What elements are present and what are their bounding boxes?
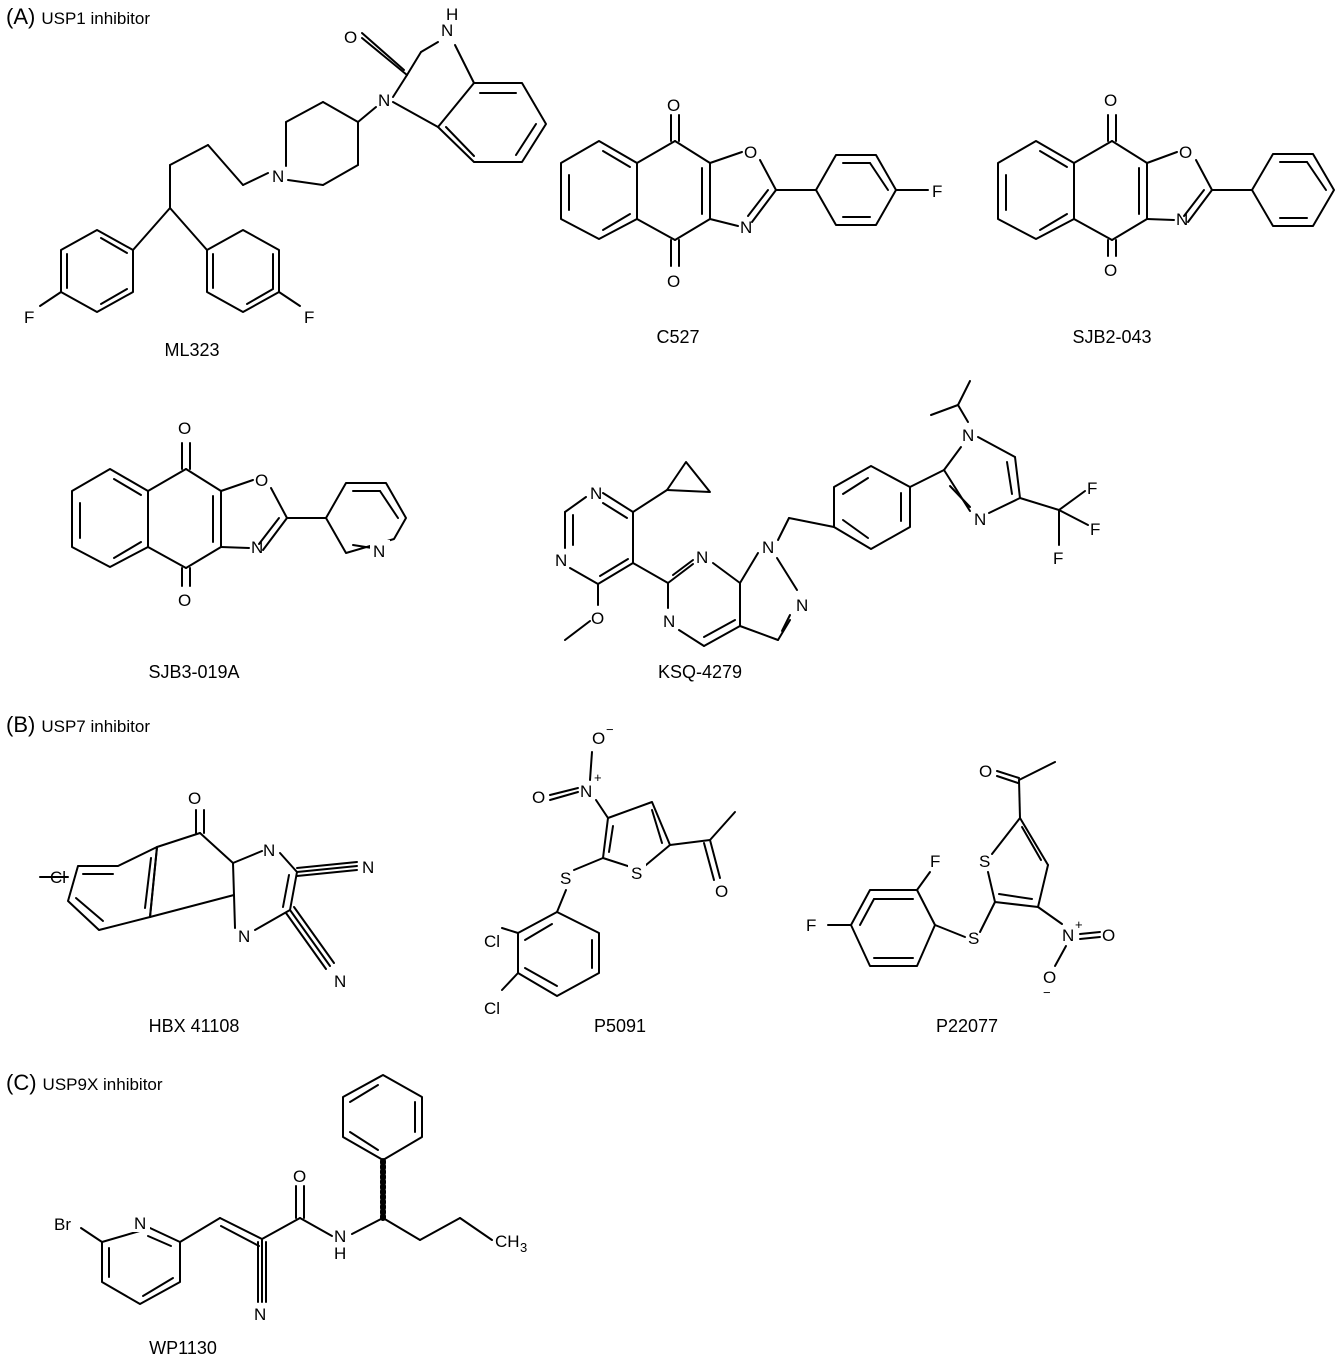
structure-p22077: O S N + O O − S F F: [806, 761, 1115, 1000]
structure-sjb3: O O O N N: [71, 419, 407, 610]
svg-text:F: F: [1087, 479, 1097, 498]
svg-text:+: +: [1075, 917, 1083, 932]
compound-name-wp1130: WP1130: [149, 1338, 217, 1358]
compound-name-sjb3: SJB3-019A: [148, 662, 240, 682]
svg-text:N: N: [555, 551, 567, 570]
compound-name-hbx: HBX 41108: [148, 1016, 240, 1036]
section-title-c: USP9X inhibitor: [42, 1075, 163, 1094]
section-tag-b: (B): [6, 712, 36, 737]
svg-text:N: N: [272, 167, 284, 186]
svg-text:S: S: [968, 929, 979, 948]
section-label-a: (A) USP1 inhibitor: [6, 4, 150, 30]
svg-text:O: O: [188, 789, 201, 808]
svg-text:H: H: [334, 1244, 346, 1263]
svg-text:N: N: [263, 841, 275, 860]
svg-text:N: N: [362, 858, 374, 877]
structure-ksq: N N O N N N N: [555, 380, 1100, 647]
svg-text:N: N: [378, 91, 390, 110]
svg-text:N: N: [762, 538, 774, 557]
svg-text:N: N: [1062, 926, 1074, 945]
svg-text:O: O: [979, 762, 992, 781]
svg-text:O: O: [255, 471, 268, 490]
svg-text:N: N: [974, 510, 986, 529]
svg-text:−: −: [1043, 985, 1051, 1000]
svg-text:3: 3: [520, 1240, 527, 1255]
structure-p5091: O − N + O S O S Cl Cl: [484, 722, 736, 1018]
section-tag-a: (A): [6, 4, 36, 29]
svg-text:F: F: [304, 308, 314, 327]
svg-text:F: F: [932, 182, 942, 201]
svg-text:Cl: Cl: [50, 868, 66, 887]
svg-text:Br: Br: [54, 1215, 71, 1234]
svg-text:O: O: [1043, 968, 1056, 987]
svg-text:Cl: Cl: [484, 932, 500, 951]
svg-text:N: N: [696, 548, 708, 567]
svg-text:O: O: [1102, 926, 1115, 945]
section-label-c: (C) USP9X inhibitor: [6, 1070, 163, 1096]
svg-text:H: H: [446, 5, 458, 24]
svg-text:O: O: [1104, 91, 1117, 110]
compound-name-ml323: ML323: [164, 340, 220, 360]
svg-text:F: F: [24, 308, 34, 327]
svg-text:Cl: Cl: [484, 999, 500, 1018]
structure-sjb2: O O O N: [997, 91, 1335, 280]
compound-name-ksq: KSQ-4279: [657, 662, 743, 682]
svg-text:F: F: [1053, 549, 1063, 568]
svg-text:O: O: [591, 609, 604, 628]
compound-name-p5091: P5091: [593, 1016, 647, 1036]
svg-text:N: N: [796, 596, 808, 615]
svg-text:N: N: [251, 538, 263, 557]
svg-text:F: F: [1090, 520, 1100, 539]
svg-text:N: N: [254, 1305, 266, 1324]
svg-text:O: O: [592, 729, 605, 748]
compound-name-c527: C527: [656, 327, 700, 347]
svg-text:N: N: [134, 1214, 146, 1233]
svg-text:N: N: [580, 782, 592, 801]
svg-text:−: −: [606, 722, 614, 737]
svg-text:CH: CH: [495, 1232, 520, 1251]
svg-text:N: N: [1176, 210, 1188, 229]
svg-text:O: O: [667, 96, 680, 115]
svg-text:O: O: [178, 591, 191, 610]
structure-ml323: F F N N O N H: [24, 5, 547, 327]
section-title-a: USP1 inhibitor: [41, 9, 150, 28]
svg-text:S: S: [560, 869, 571, 888]
svg-text:N: N: [663, 612, 675, 631]
structure-hbx: O N N Cl N N: [39, 789, 374, 991]
svg-text:N: N: [740, 218, 752, 237]
svg-text:O: O: [293, 1167, 306, 1186]
svg-text:O: O: [344, 28, 357, 47]
svg-text:O: O: [1104, 261, 1117, 280]
svg-text:O: O: [532, 788, 545, 807]
svg-text:S: S: [631, 864, 642, 883]
svg-text:N: N: [373, 542, 385, 561]
svg-text:O: O: [1179, 143, 1192, 162]
compound-name-p22077: P22077: [935, 1016, 999, 1036]
svg-text:O: O: [715, 882, 728, 901]
section-tag-c: (C): [6, 1070, 37, 1095]
svg-text:N: N: [334, 1227, 346, 1246]
structure-wp1130: Br N N O N H CH 3: [54, 1074, 527, 1324]
svg-text:F: F: [930, 852, 940, 871]
svg-text:O: O: [178, 419, 191, 438]
structure-c527: O O O N F: [560, 96, 942, 291]
svg-text:N: N: [334, 972, 346, 991]
svg-text:N: N: [238, 927, 250, 946]
svg-text:N: N: [590, 484, 602, 503]
compound-name-sjb2: SJB2-043: [1072, 327, 1152, 347]
svg-text:S: S: [979, 852, 990, 871]
svg-text:N: N: [962, 426, 974, 445]
svg-text:F: F: [806, 916, 816, 935]
svg-text:O: O: [667, 272, 680, 291]
section-title-b: USP7 inhibitor: [41, 717, 150, 736]
section-label-b: (B) USP7 inhibitor: [6, 712, 150, 738]
svg-text:N: N: [441, 21, 453, 40]
svg-text:O: O: [744, 143, 757, 162]
svg-text:+: +: [594, 770, 602, 785]
